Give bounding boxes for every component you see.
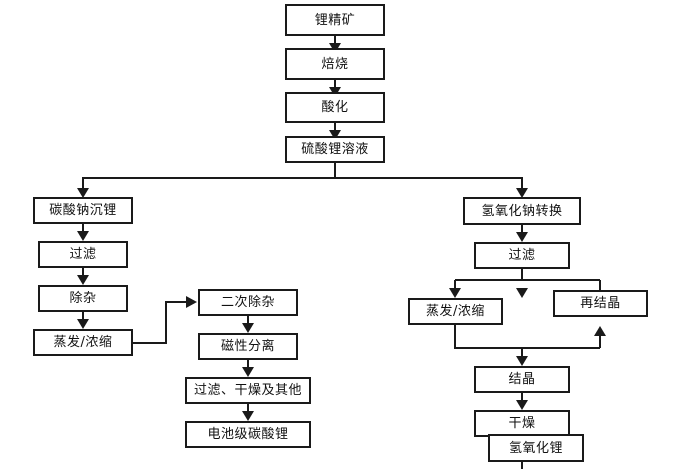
node-recrystallization[interactable]: 再结晶 bbox=[553, 290, 648, 317]
node-battery-grade-lithium-carbonate[interactable]: 电池级碳酸锂 bbox=[185, 421, 311, 448]
edge-acidification-to-solution bbox=[329, 123, 341, 140]
edge-filtration-drying-to-product bbox=[242, 404, 254, 421]
node-secondary-impurity-removal[interactable]: 二次除杂 bbox=[198, 289, 298, 316]
node-drying[interactable]: 干燥 bbox=[474, 410, 570, 437]
edge-evaporation-right-merge bbox=[454, 325, 606, 366]
edge-filtration-right-split bbox=[449, 269, 601, 298]
node-filtration-drying-other[interactable]: 过滤、干燥及其他 bbox=[185, 377, 311, 404]
node-lithium-sulfate-solution[interactable]: 硫酸锂溶液 bbox=[285, 136, 385, 163]
edge-precipitation-to-filtration bbox=[77, 224, 89, 241]
edge-impurity-to-evaporation bbox=[77, 312, 89, 329]
node-crystallization[interactable]: 结晶 bbox=[474, 366, 570, 393]
edge-solution-split-bus bbox=[77, 163, 528, 198]
edge-filtration-to-impurity bbox=[77, 268, 89, 285]
node-magnetic-separation[interactable]: 磁性分离 bbox=[198, 333, 298, 360]
node-impurity-removal[interactable]: 除杂 bbox=[38, 285, 128, 312]
node-evaporation-concentration-right[interactable]: 蒸发/浓缩 bbox=[408, 298, 503, 325]
node-acidification[interactable]: 酸化 bbox=[285, 92, 385, 123]
node-sodium-carbonate-precipitation[interactable]: 碳酸钠沉锂 bbox=[33, 197, 133, 224]
edge-crystallization-to-drying bbox=[516, 393, 528, 410]
node-lithium-concentrate[interactable]: 锂精矿 bbox=[285, 4, 385, 36]
node-filtration-right[interactable]: 过滤 bbox=[474, 242, 570, 269]
node-sodium-hydroxide-conversion[interactable]: 氢氧化钠转换 bbox=[463, 197, 581, 225]
node-lithium-hydroxide[interactable]: 氢氧化锂 bbox=[488, 434, 584, 462]
node-roasting[interactable]: 焙烧 bbox=[285, 48, 385, 80]
edge-evaporation-to-secondary-impurity bbox=[133, 296, 197, 344]
edge-secondary-to-magnetic bbox=[242, 316, 254, 333]
node-evaporation-concentration-left[interactable]: 蒸发/浓缩 bbox=[33, 329, 133, 356]
edge-magnetic-to-filtration-drying bbox=[242, 360, 254, 377]
edge-naoh-to-filtration bbox=[516, 225, 528, 242]
node-filtration-left[interactable]: 过滤 bbox=[38, 241, 128, 268]
